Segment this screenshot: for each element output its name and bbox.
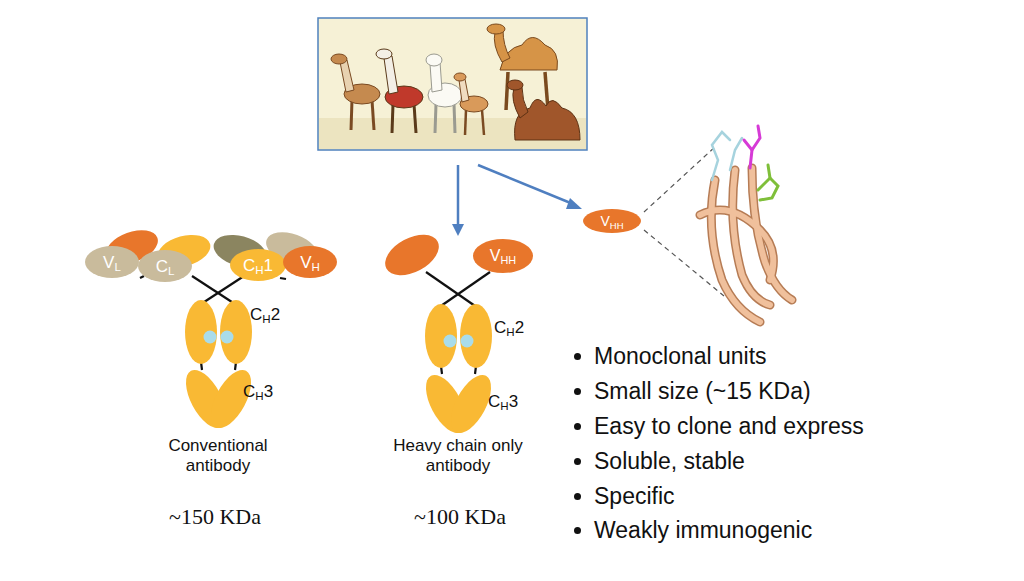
vhh-ribbon-structure [700,126,792,322]
ch1-domain: CH1 [230,249,286,281]
domain-name: VL [103,254,121,271]
bullet-dot [574,527,581,534]
bullet-item: Soluble, stable [594,448,745,476]
vl-domain: VL [85,246,139,278]
llama [376,49,423,133]
arrow-head [452,224,464,236]
blue-arrows [452,165,582,236]
vhh-domain: VHH [473,239,533,273]
alpaca [426,54,462,133]
domain-label: CH3 [488,392,518,412]
guanaco [331,54,380,130]
ch2-domain [460,304,492,368]
ch2-domain [185,300,217,364]
antibody-caption: Conventional antibody [143,436,293,477]
bullet-item: Specific [594,483,675,511]
antibody-caption: Heavy chain only antibody [368,436,548,477]
domain-label: CH2 [250,305,280,325]
cl-domain: CL [138,250,192,282]
arrow-head [566,198,582,209]
glycan [444,335,457,348]
picture-frame [318,18,587,150]
bullet-item: Easy to clone and express [594,413,864,441]
vh-domain: VH [283,246,337,278]
ch2-domain [220,300,252,364]
bullet-dot [574,388,581,395]
camelid-picture [318,18,587,150]
bullet-item: Monoclonal units [594,343,767,371]
arrow-shaft [478,165,573,204]
glycan [461,335,474,348]
domain-name: CH1 [243,257,273,274]
mass-label: ~100 KDa [414,504,506,530]
vicuna [454,73,488,135]
bullet-item: Weakly immunogenic [594,517,812,545]
arrow-shaft [457,165,460,226]
domain-label: CH3 [243,382,273,402]
domain-name: VH [300,254,320,271]
mass-label: ~150 KDa [169,504,261,530]
domain-name: VHH [600,214,623,228]
vhh-domain [378,226,445,283]
vhh-fragment: VHH [583,209,641,233]
bullet-dot [574,353,581,360]
glycan [221,331,234,344]
ch2-domain [425,304,457,368]
domain-name: CL [156,258,175,275]
glycan [204,331,217,344]
bullet-dot [574,423,581,430]
bactrian-camel [507,80,580,140]
bullet-dot [574,493,581,500]
bullet-dot [574,458,581,465]
domain-name: VHH [490,248,516,264]
domain-label: CH2 [494,318,524,338]
bullet-item: Small size (~15 KDa) [594,378,811,406]
